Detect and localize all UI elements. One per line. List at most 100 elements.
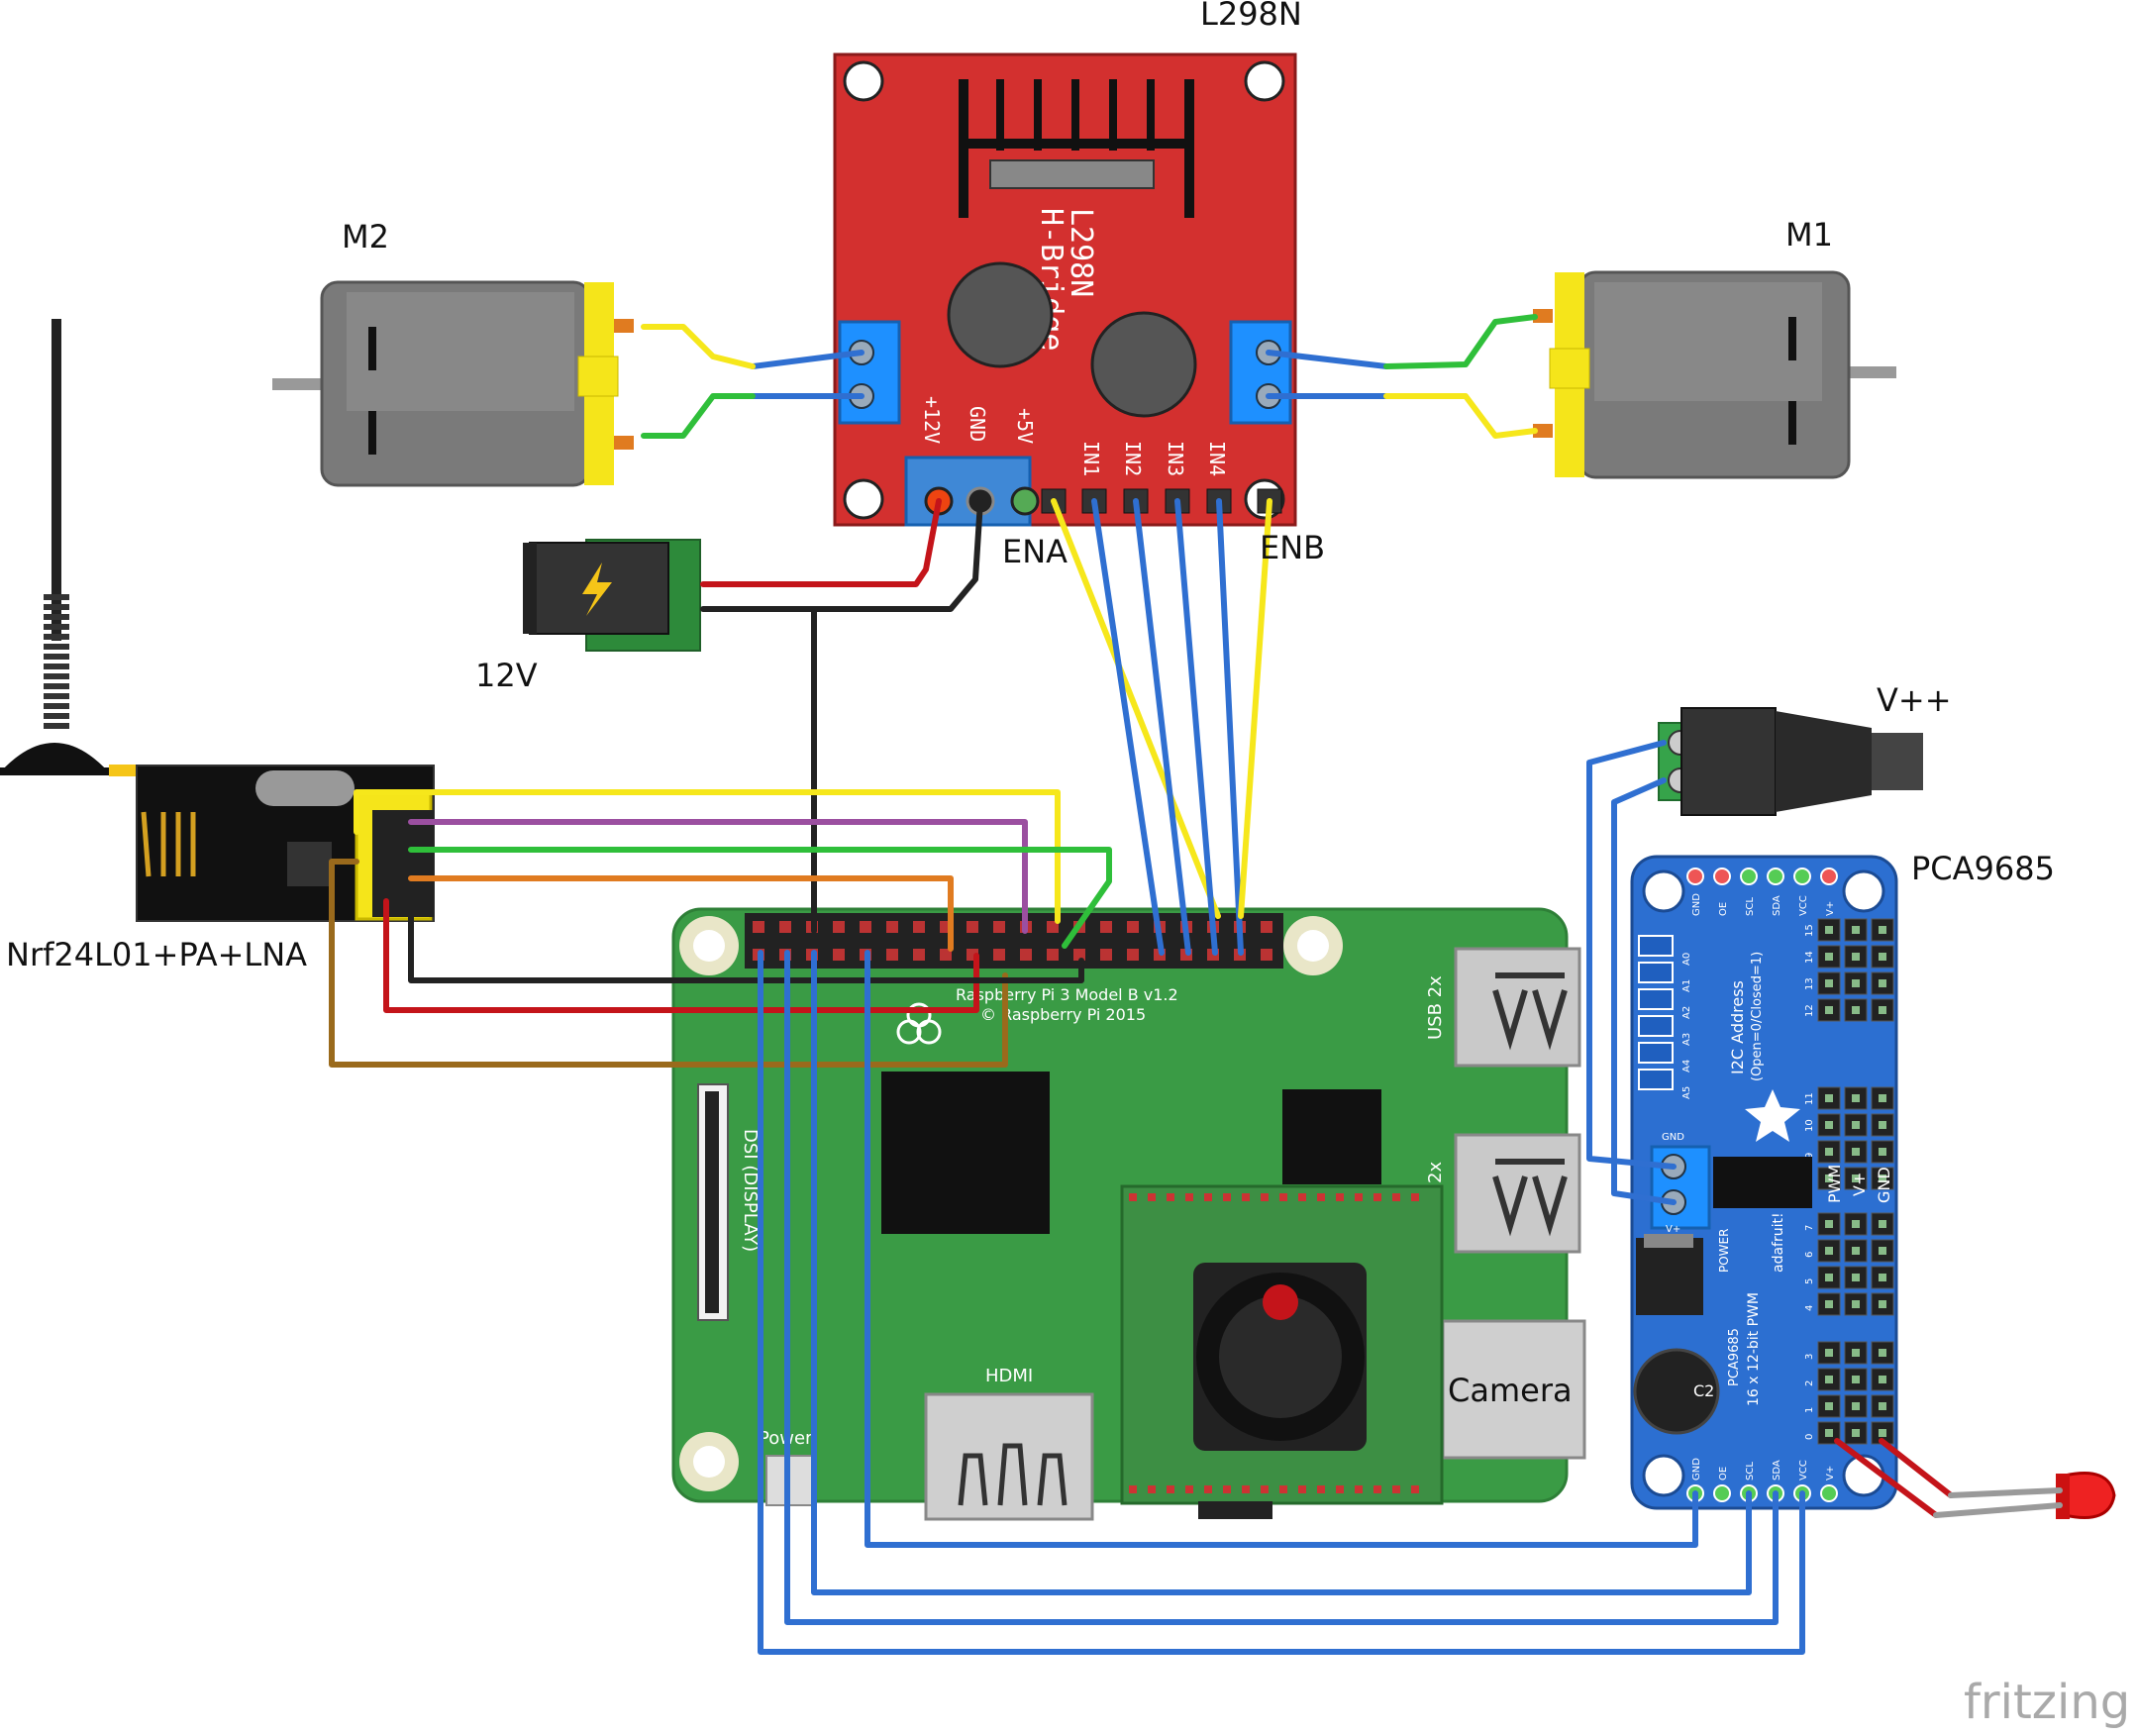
pca-channel-number: 15 bbox=[1804, 924, 1815, 937]
pca-channel-pin-core bbox=[1879, 1349, 1886, 1357]
pca-top-pin-label: VCC bbox=[1798, 895, 1809, 916]
pca-address-title: I2C Address bbox=[1728, 980, 1747, 1074]
pca-top-pin-label: SCL bbox=[1745, 897, 1756, 916]
gpio-pin bbox=[779, 921, 791, 933]
pca-address-label: A5 bbox=[1681, 1086, 1692, 1099]
pca-channel-pin-core bbox=[1852, 1121, 1860, 1129]
wire bbox=[408, 819, 1028, 934]
camera-pad bbox=[1148, 1485, 1156, 1493]
pca-channel-number: 0 bbox=[1804, 1434, 1815, 1440]
pca-channel-pin-core bbox=[1852, 1429, 1860, 1437]
pca-bottom-pin-label: SDA bbox=[1772, 1460, 1782, 1481]
pca-top-pin bbox=[1713, 868, 1731, 885]
pca-bottom-pin-label: VCC bbox=[1798, 1460, 1809, 1481]
wire bbox=[1948, 1487, 2063, 1498]
pca-channel-pin-core bbox=[1852, 1220, 1860, 1228]
pca-chip bbox=[1713, 1157, 1812, 1208]
pca-bottom-pin-label: V+ bbox=[1825, 1466, 1836, 1481]
camera-pad bbox=[1242, 1485, 1250, 1493]
wire bbox=[865, 950, 1698, 1548]
pca-address-jumper bbox=[1638, 988, 1674, 1010]
camera-pad bbox=[1355, 1485, 1363, 1493]
pca-channel-pin-core bbox=[1852, 1247, 1860, 1255]
pca-address-jumper bbox=[1638, 962, 1674, 983]
adafruit-star-icon bbox=[1745, 1089, 1800, 1142]
camera-label: Camera bbox=[1448, 1372, 1573, 1409]
pca-channel-pin-core bbox=[1852, 1376, 1860, 1383]
label-ena: ENA bbox=[1002, 533, 1068, 570]
antenna-coil-segment bbox=[44, 644, 69, 650]
wire bbox=[700, 498, 983, 612]
wire bbox=[758, 950, 1805, 1655]
pca-channel-pin-core bbox=[1825, 1121, 1833, 1129]
camera-pad bbox=[1336, 1193, 1344, 1201]
camera-pad bbox=[1373, 1193, 1381, 1201]
pca-gnd-label: GND bbox=[1875, 1167, 1893, 1203]
camera-pad bbox=[1392, 1193, 1400, 1201]
pca-channel-number: 2 bbox=[1804, 1380, 1815, 1386]
pca-address-label: A1 bbox=[1681, 979, 1692, 992]
pca-channel-pin-core bbox=[1852, 1349, 1860, 1357]
camera-pad bbox=[1336, 1485, 1344, 1493]
pca-channel-pin-core bbox=[1852, 979, 1860, 987]
pca-name-small: PCA9685 bbox=[1727, 1328, 1742, 1386]
terminal-power bbox=[904, 456, 1032, 527]
camera-pad bbox=[1279, 1485, 1287, 1493]
pca-channel-number: 7 bbox=[1804, 1225, 1815, 1231]
camera-pad bbox=[1185, 1193, 1193, 1201]
pca-channel-number: 12 bbox=[1804, 1004, 1815, 1017]
antenna-coil-segment bbox=[44, 664, 69, 669]
pca-channel-pin-core bbox=[1852, 926, 1860, 934]
pca-address-label: A4 bbox=[1681, 1060, 1692, 1072]
wire bbox=[811, 950, 1752, 1595]
power-jack-12v bbox=[523, 539, 701, 652]
pca-channel-pin-core bbox=[1879, 1006, 1886, 1014]
pca-channel-pin-core bbox=[1852, 1274, 1860, 1281]
label-pca9685: PCA9685 bbox=[1911, 850, 2055, 887]
pca-top-pin-label: GND bbox=[1691, 893, 1702, 916]
gpio-pin bbox=[993, 921, 1005, 933]
barrel-jack-vpp bbox=[1658, 707, 1923, 816]
pca-channel-pin-core bbox=[1825, 1220, 1833, 1228]
wire bbox=[641, 393, 756, 439]
camera-pad bbox=[1317, 1193, 1325, 1201]
pca-vplus-label: V+ bbox=[1850, 1173, 1869, 1196]
pca-channel-pin-core bbox=[1825, 1349, 1833, 1357]
pca-top-pin-label: SDA bbox=[1772, 895, 1782, 916]
camera-module bbox=[1120, 1184, 1444, 1519]
label-vpp: V++ bbox=[1877, 681, 1952, 719]
pca-cap-label: C2 bbox=[1693, 1381, 1714, 1400]
wire bbox=[408, 875, 954, 952]
pca-bottom-pin bbox=[1713, 1484, 1731, 1502]
gpio-pin bbox=[1047, 921, 1059, 933]
led-icon bbox=[2056, 1472, 2116, 1519]
wire bbox=[1051, 498, 1221, 919]
pca-channel-pin-core bbox=[1825, 1429, 1833, 1437]
hdmi-port bbox=[924, 1392, 1094, 1521]
pca-channel-pin-core bbox=[1852, 1094, 1860, 1102]
lan-chip bbox=[1282, 1089, 1381, 1184]
gpio-pin bbox=[1261, 921, 1272, 933]
camera-pad bbox=[1317, 1485, 1325, 1493]
wire bbox=[784, 950, 1779, 1625]
pca-pwm-label: PWM bbox=[1825, 1165, 1844, 1203]
label-l298n: L298N bbox=[1200, 0, 1302, 33]
pca-top-pin bbox=[1767, 868, 1784, 885]
pca-channel-number: 11 bbox=[1804, 1092, 1815, 1105]
pca-channel-pin-core bbox=[1825, 926, 1833, 934]
label-nrf: Nrf24L01+PA+LNA bbox=[6, 936, 307, 973]
pca-channel-pin-core bbox=[1879, 979, 1886, 987]
camera-pad bbox=[1204, 1193, 1212, 1201]
antenna-coil-segment bbox=[44, 703, 69, 709]
camera-pad bbox=[1261, 1193, 1269, 1201]
antenna-coil-segment bbox=[44, 634, 69, 640]
gpio-pin bbox=[1100, 949, 1112, 961]
wire bbox=[1383, 393, 1538, 439]
pca-channel-number: 1 bbox=[1804, 1407, 1815, 1413]
pca-top-pin bbox=[1740, 868, 1758, 885]
pca-top-pin-label: OE bbox=[1718, 902, 1729, 916]
pca-top-pin-label: V+ bbox=[1825, 901, 1836, 916]
pca-channel-pin-core bbox=[1825, 1402, 1833, 1410]
antenna-coil-segment bbox=[44, 604, 69, 610]
wire bbox=[1266, 350, 1389, 369]
